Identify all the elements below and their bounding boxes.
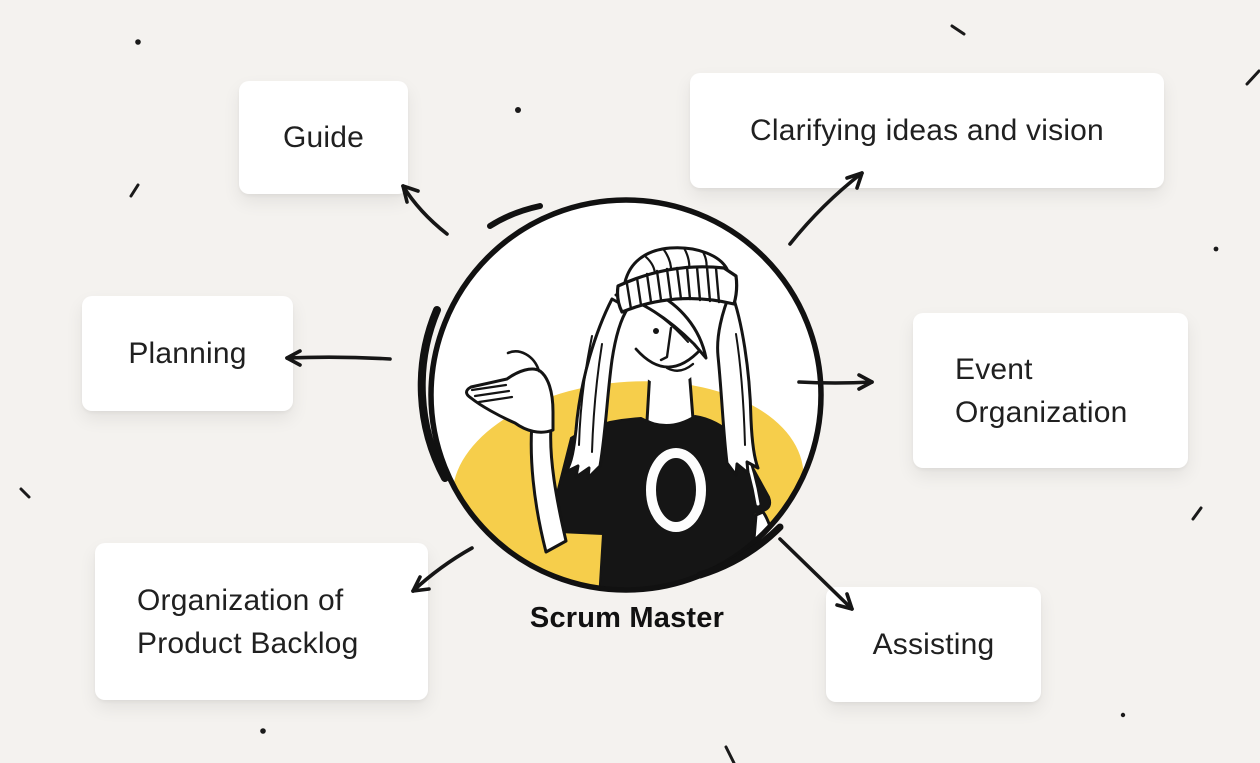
face-features [653, 326, 695, 372]
diagram-title: Scrum Master [529, 602, 725, 634]
tick-mark [129, 183, 140, 198]
tshirt [548, 415, 772, 588]
circle-outline [417, 197, 824, 593]
node-card-assisting: Assisting [826, 587, 1041, 702]
open-hand [465, 350, 555, 434]
scrum-master-illustration [452, 246, 804, 588]
arrow-to-guide [401, 184, 449, 236]
dot-mark [1120, 712, 1126, 718]
node-label-assisting: Assisting [872, 628, 995, 661]
beanie-hat [615, 246, 739, 314]
tick-mark [950, 24, 966, 36]
node-card-guide: Guide [239, 81, 408, 194]
node-card-product-backlog: Organization of Product Backlog [95, 543, 428, 700]
arrow-to-planning [285, 349, 392, 367]
node-card-clarifying-ideas: Clarifying ideas and vision [690, 73, 1164, 188]
node-label-planning: Planning [128, 337, 247, 370]
node-card-planning: Planning [82, 296, 293, 411]
node-card-event-organization: Event Organization [913, 313, 1188, 468]
node-label-event-organization: Event Organization [955, 352, 1128, 429]
tick-mark [724, 745, 736, 763]
dot-mark [515, 107, 521, 113]
shirt-letter-o [646, 448, 706, 532]
tick-mark [1191, 506, 1203, 521]
dot-mark [1213, 246, 1219, 252]
tick-mark [19, 487, 31, 499]
center-circle [431, 200, 821, 590]
node-label-clarifying-ideas: Clarifying ideas and vision [750, 114, 1104, 147]
node-label-guide: Guide [282, 121, 365, 154]
arrow-to-event-organization [797, 373, 874, 391]
dot-mark [260, 728, 266, 734]
node-label-product-backlog: Organization of Product Backlog [137, 583, 359, 660]
dot-mark [135, 39, 141, 45]
tick-mark [1245, 69, 1260, 86]
yellow-backdrop [452, 381, 804, 588]
